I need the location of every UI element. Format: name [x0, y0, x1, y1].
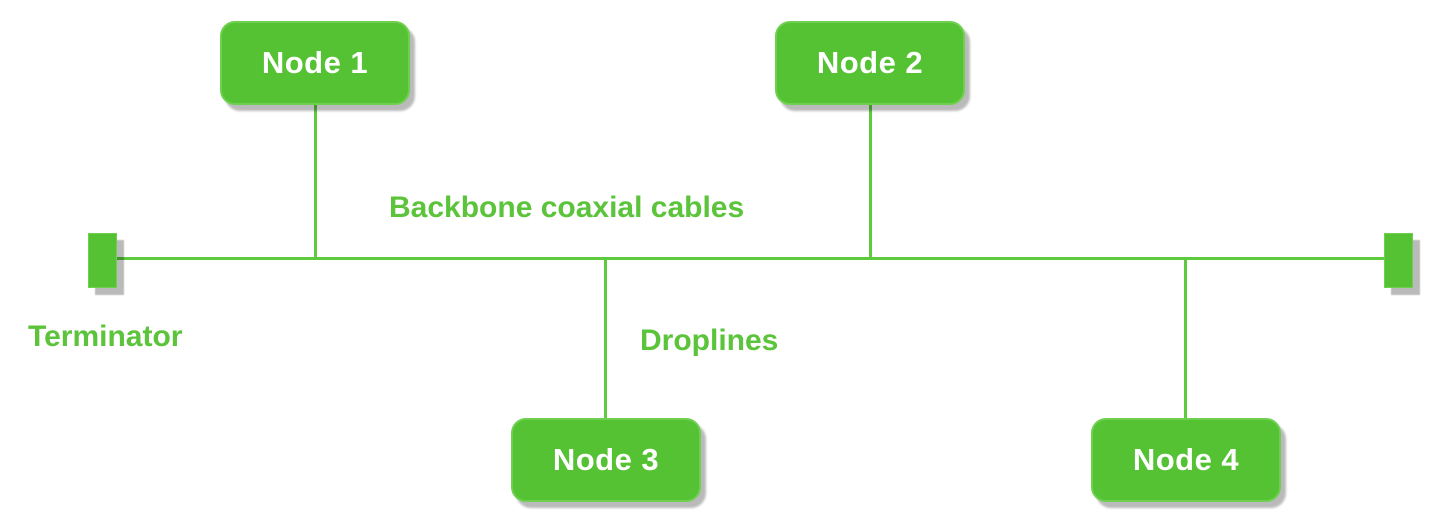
dropline-node-1 — [314, 103, 317, 259]
node-box-2: Node 2 — [775, 21, 965, 105]
node-3-label: Node 3 — [552, 442, 660, 477]
dropline-node-4 — [1184, 258, 1187, 419]
backbone-cables-label: Backbone coaxial cables — [389, 191, 745, 224]
dropline-node-3 — [604, 258, 607, 419]
backbone-cable-line — [114, 257, 1386, 260]
node-box-1: Node 1 — [220, 21, 410, 105]
node-2-label: Node 2 — [816, 45, 924, 80]
terminator-block-right — [1384, 233, 1413, 288]
node-box-3: Node 3 — [511, 418, 701, 502]
dropline-node-2 — [869, 103, 872, 259]
droplines-label: Droplines — [640, 324, 779, 357]
node-box-4: Node 4 — [1091, 418, 1281, 502]
node-4-label: Node 4 — [1132, 442, 1240, 477]
node-1-label: Node 1 — [261, 45, 369, 80]
terminator-label: Terminator — [28, 320, 183, 353]
terminator-block-left — [88, 233, 117, 288]
